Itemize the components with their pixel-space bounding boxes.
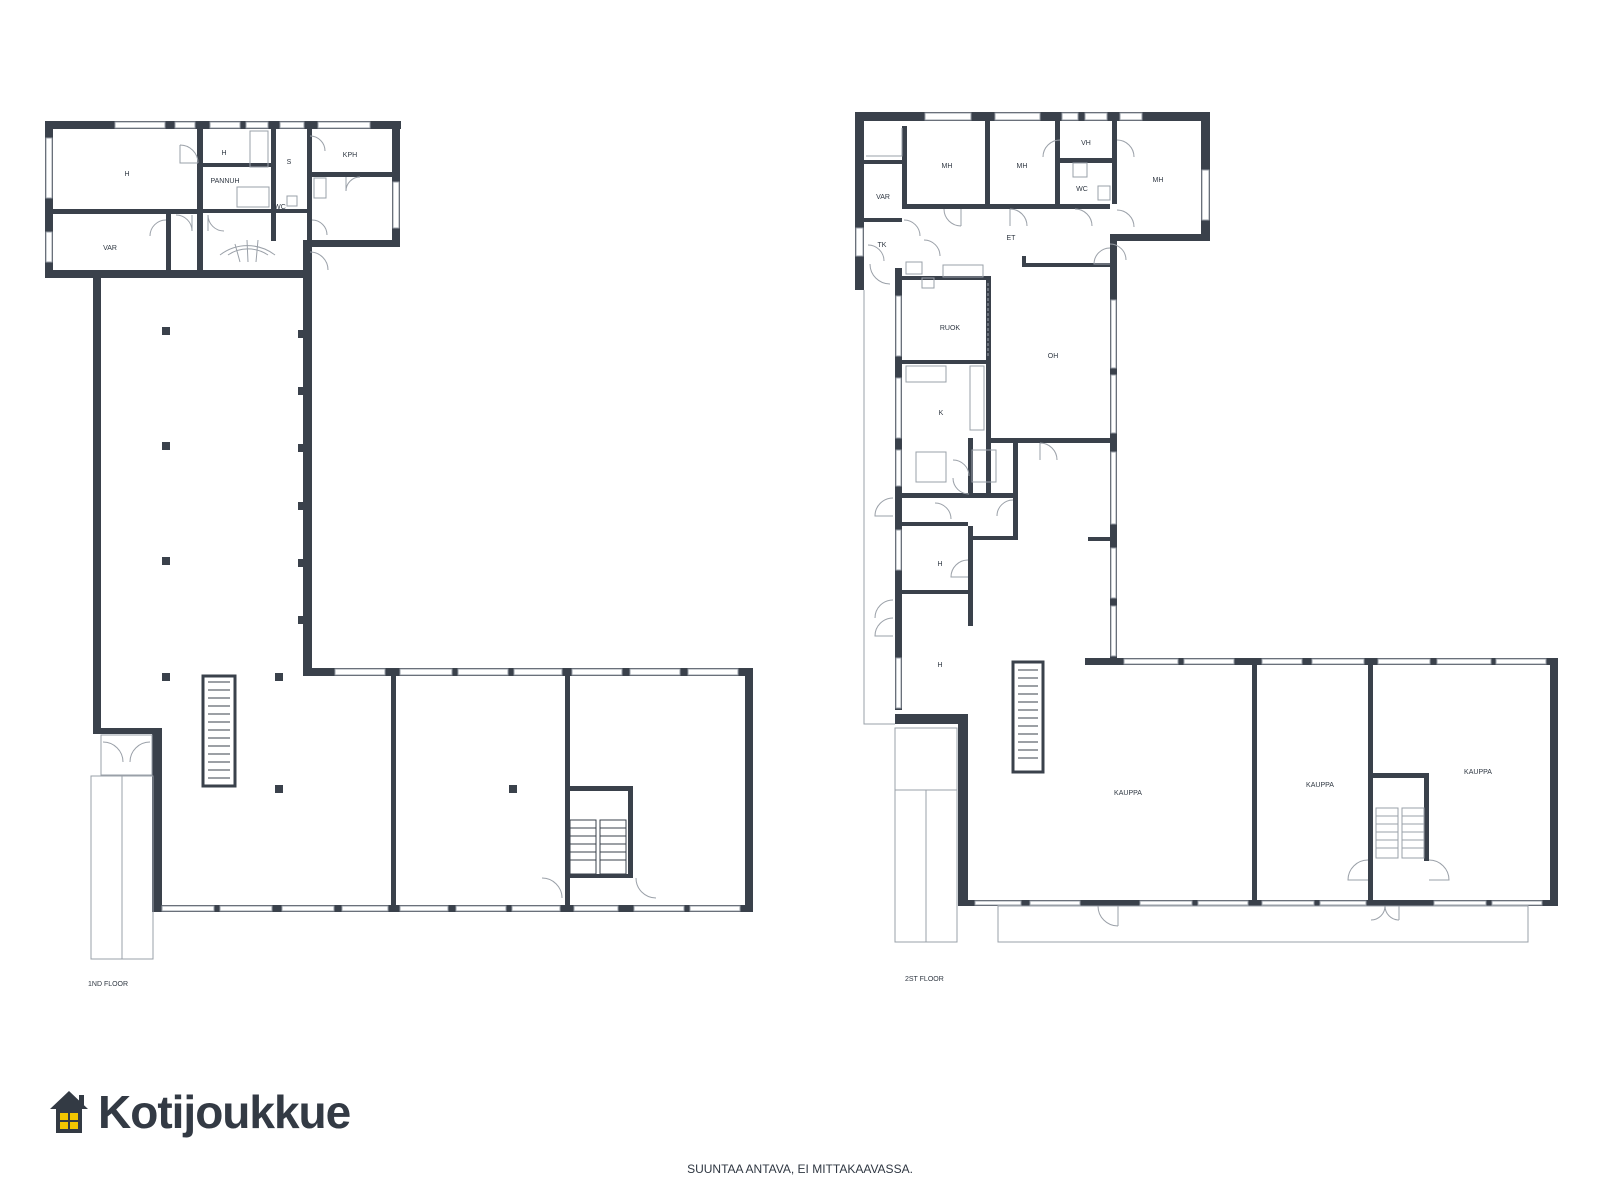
- room-label-mh-2: MH: [1017, 163, 1028, 170]
- room-label-kauppa-1: KAUPPA: [1114, 790, 1142, 797]
- room-label-var: VAR: [103, 245, 117, 252]
- room-label-h-1: H: [937, 561, 942, 568]
- brand-name: Kotijoukkue: [98, 1086, 351, 1138]
- room-label-tk: TK: [878, 242, 887, 249]
- room-label-oh: OH: [1048, 353, 1059, 360]
- room-label-k: K: [939, 410, 944, 417]
- room-label-pannuh: PANNUH: [210, 178, 239, 185]
- room-label-wc: WC: [1076, 186, 1088, 193]
- room-label-s: S: [287, 159, 292, 166]
- room-label-et: ET: [1007, 235, 1017, 242]
- brand-logo: Kotijoukkue: [48, 1082, 351, 1142]
- room-label-h-2: H: [937, 662, 942, 669]
- floor-1-label: 1ND FLOOR: [88, 981, 128, 988]
- floor-2-label: 2ST FLOOR: [905, 976, 944, 983]
- disclaimer-text: SUUNTAA ANTAVA, EI MITTAKAAVASSA.: [687, 1162, 913, 1176]
- floor-1-plan: H H PANNUH KPH WC S VAR 1ND FLOOR: [45, 121, 753, 988]
- room-label-kauppa-3: KAUPPA: [1464, 769, 1492, 776]
- room-label-kph: KPH: [343, 152, 357, 159]
- room-label-mh-1: MH: [942, 163, 953, 170]
- room-label-h-big: H: [124, 171, 129, 178]
- room-label-kauppa-2: KAUPPA: [1306, 782, 1334, 789]
- room-label-mh-3: MH: [1153, 177, 1164, 184]
- room-label-ruok: RUOK: [940, 325, 961, 332]
- room-label-h-small: H: [221, 150, 226, 157]
- house-icon: [50, 1091, 88, 1133]
- room-label-wc: WC: [274, 204, 286, 211]
- room-label-var: VAR: [876, 194, 890, 201]
- floor-2-plan: MH MH MH VH WC VAR TK ET RUOK OH K H H K…: [855, 112, 1558, 983]
- room-label-vh: VH: [1081, 140, 1091, 147]
